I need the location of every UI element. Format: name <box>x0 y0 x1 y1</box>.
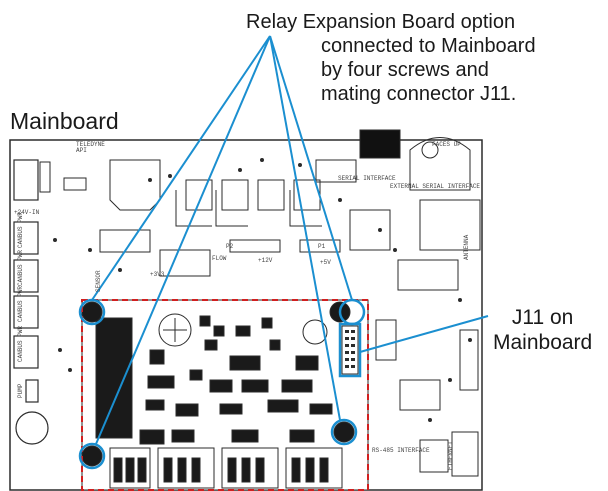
silk-label: FACES UP <box>432 141 461 148</box>
silk-label: P1 <box>318 243 326 250</box>
j11-callout-text: J11 on Mainboard <box>493 305 592 355</box>
screw-bottom-left <box>78 442 106 470</box>
j11-callout-line-2: Mainboard <box>493 331 593 354</box>
screw-bottom-right <box>330 418 358 446</box>
silk-label: TELEDYNE <box>76 141 105 148</box>
tiny-dots <box>53 158 472 422</box>
silk-label: RS-485 INTERFACE <box>372 447 430 454</box>
top-components <box>39 129 481 291</box>
silk-label: ETHERNET <box>447 441 454 470</box>
relay-callout-line-1: Relay Expansion Board option <box>246 11 516 33</box>
relay-board-outline <box>81 299 369 491</box>
silk-label: +24V-IN <box>14 209 40 216</box>
relay-callout-line-4: mating connector J11. <box>321 83 517 105</box>
silk-label: FLOW <box>212 255 227 262</box>
relay-callout-line-3: by four screws and <box>321 59 489 81</box>
silk-label: +12V <box>258 257 273 264</box>
silk-label: SENSOR <box>95 270 102 292</box>
silk-label: CANBUS PWR <box>17 326 24 362</box>
silk-label: SERIAL INTERFACE <box>338 175 396 182</box>
j11-connector <box>341 325 359 375</box>
silk-label: +3V3 <box>150 271 165 278</box>
relay-callout-text: Relay Expansion Board option connected t… <box>246 10 606 106</box>
mainboard-label: Mainboard <box>10 108 119 134</box>
relay-board <box>81 299 369 491</box>
callout-lines <box>91 35 489 445</box>
silk-label: API <box>76 147 87 154</box>
silk-label: PUMP <box>17 383 24 398</box>
relay-callout-line-2: connected to Mainboard <box>321 35 536 57</box>
right-components <box>375 319 479 477</box>
silk-label: CANBUS PWR <box>17 286 24 322</box>
silk-label: EXTERNAL SERIAL INTERFACE <box>390 183 480 190</box>
silk-label: +5V <box>320 259 331 266</box>
silk-label: P2 <box>226 243 234 250</box>
silk-label: ANTENNA <box>463 234 470 260</box>
j11-highlight <box>338 322 362 378</box>
silk-label: CANBUS PWR <box>17 212 24 248</box>
j11-callout-line-1: J11 on <box>511 306 574 329</box>
j11-pins <box>345 330 355 368</box>
left-connectors <box>13 159 49 445</box>
silk-label: CANBUS PWR <box>17 250 24 286</box>
